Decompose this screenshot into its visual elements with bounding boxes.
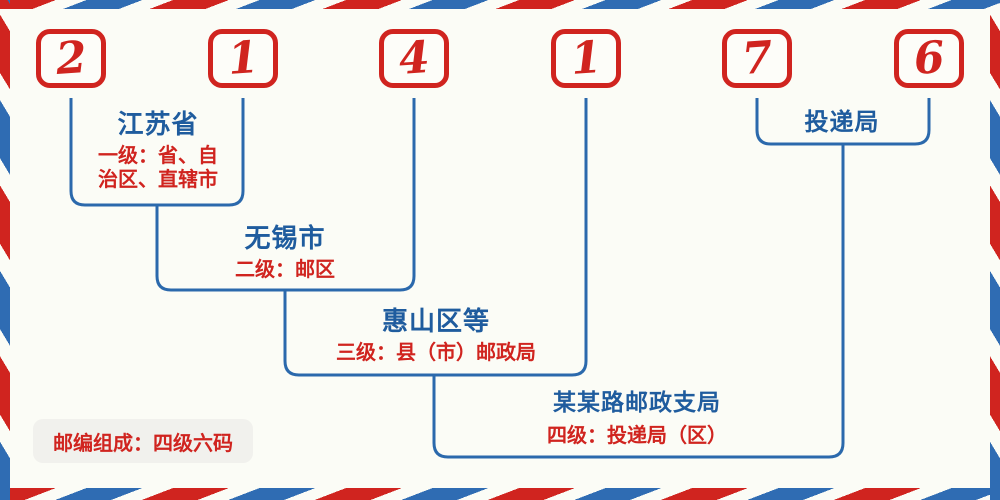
level-province-desc: 一级：省、自 治区、直辖市 xyxy=(98,145,218,191)
bracket-level4 xyxy=(432,144,845,459)
postal-digit-box-4: 1 xyxy=(551,29,621,88)
postal-digit-4: 1 xyxy=(568,31,604,85)
level-branch-name: 某某路邮政支局 xyxy=(553,390,721,415)
postal-digit-3: 4 xyxy=(396,31,432,85)
level-block-district: 惠山区等 三级：县（市）邮政局 xyxy=(336,307,536,365)
level-city-name: 无锡市 xyxy=(244,224,326,253)
level-city-desc: 二级：邮区 xyxy=(235,259,335,281)
postal-digit-box-5: 7 xyxy=(722,29,792,88)
level-district-desc: 三级：县（市）邮政局 xyxy=(336,342,536,364)
postal-digit-box-2: 1 xyxy=(208,29,278,88)
level-block-branch: 某某路邮政支局 四级：投递局（区） xyxy=(547,390,727,448)
postal-digit-2: 1 xyxy=(225,31,261,85)
level-block-province: 江苏省 一级：省、自 治区、直辖市 xyxy=(98,110,218,192)
level-delivery-name: 投递局 xyxy=(804,110,880,136)
postal-digit-box-6: 6 xyxy=(894,29,964,88)
footer-badge: 邮编组成：四级六码 xyxy=(33,419,253,463)
postal-digit-5: 7 xyxy=(739,31,775,85)
level-district-name: 惠山区等 xyxy=(381,307,490,336)
level-block-city: 无锡市 二级：邮区 xyxy=(235,224,335,282)
footer-badge-label: 邮编组成：四级六码 xyxy=(53,432,233,455)
level-block-delivery: 投递局 xyxy=(805,108,880,138)
postal-digit-1: 2 xyxy=(53,31,89,85)
postal-digit-box-3: 4 xyxy=(379,29,449,88)
level-province-name: 江苏省 xyxy=(117,110,199,139)
postal-digit-box-1: 2 xyxy=(36,29,106,88)
level-branch-desc: 四级：投递局（区） xyxy=(547,425,727,447)
bracket-delivery xyxy=(755,98,931,146)
postal-digit-6: 6 xyxy=(911,31,947,85)
